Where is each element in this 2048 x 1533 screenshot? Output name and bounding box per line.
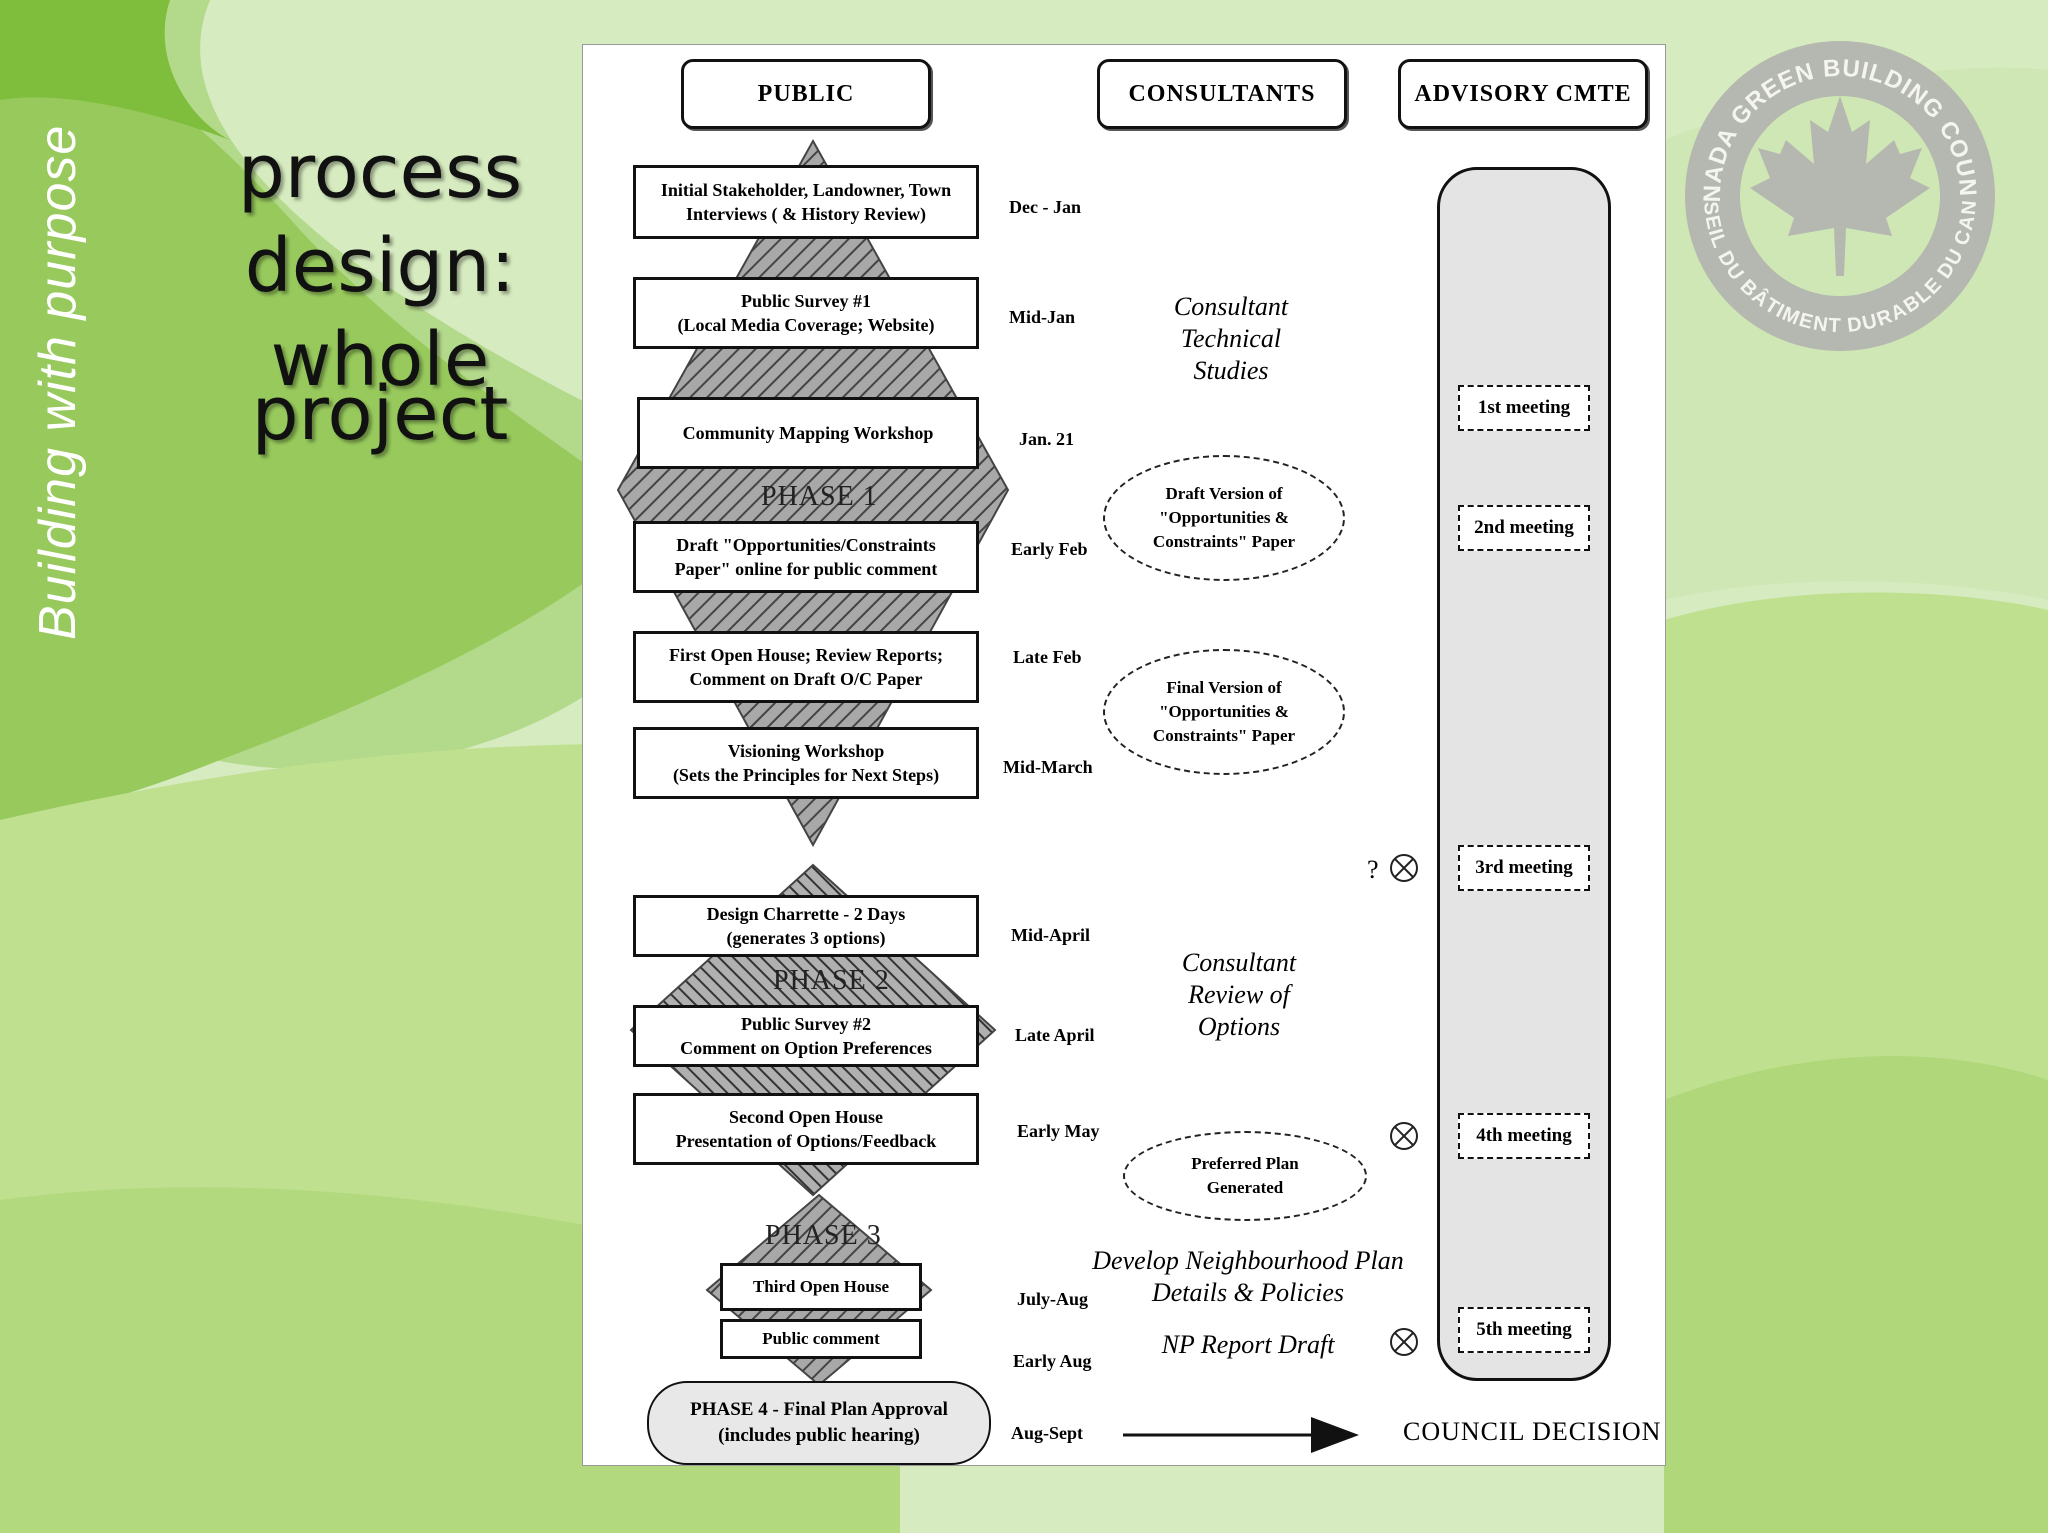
step-stakeholder-interviews: Initial Stakeholder, Landowner, Town Int… xyxy=(633,165,979,239)
x-circle-icon xyxy=(1390,854,1418,882)
date-label: Dec - Jan xyxy=(1009,197,1081,217)
text-line: Studies xyxy=(1193,356,1269,385)
cagbc-logo: CANADA GREEN BUILDING COUNCIL CONSEIL DU… xyxy=(1680,36,1995,351)
date-label: July-Aug xyxy=(1017,1289,1089,1309)
np-report-draft: NP Report Draft xyxy=(1161,1330,1335,1359)
step-line: Paper" online for public comment xyxy=(674,559,938,579)
step-second-open-house: Second Open House Presentation of Option… xyxy=(633,1093,979,1165)
council-decision: COUNCIL DECISION xyxy=(1403,1417,1662,1446)
date-label: Mid-Jan xyxy=(1009,307,1076,327)
date-label: Early Feb xyxy=(1011,539,1088,559)
step-public-comment: Public comment xyxy=(720,1319,922,1359)
step-line: Design Charrette - 2 Days xyxy=(706,904,906,924)
meeting-5: 5th meeting xyxy=(1458,1307,1590,1353)
date-label: Jan. 21 xyxy=(1019,429,1075,449)
step-visioning-workshop: Visioning Workshop (Sets the Principles … xyxy=(633,727,979,799)
x-circle-icon xyxy=(1390,1328,1418,1356)
step-draft-oc-paper: Draft "Opportunities/Constraints Paper" … xyxy=(633,521,979,593)
step-line: Public Survey #1 xyxy=(740,291,871,311)
meeting-1: 1st meeting xyxy=(1458,385,1590,431)
preferred-plan-oval: Preferred Plan Generated xyxy=(1123,1131,1367,1221)
date-label: Mid-April xyxy=(1011,925,1090,945)
title-line-3: whole xyxy=(270,317,490,403)
maple-leaf-icon xyxy=(1750,96,1930,276)
question-mark: ? xyxy=(1367,855,1379,884)
tagline: Building with purpose xyxy=(29,124,87,640)
date-label: Early May xyxy=(1017,1121,1100,1141)
step-line: Comment on Draft O/C Paper xyxy=(689,669,923,689)
slide-title: process design: whole project xyxy=(220,125,540,461)
meeting-2: 2nd meeting xyxy=(1458,505,1590,551)
phase-4-final-approval: PHASE 4 - Final Plan Approval (includes … xyxy=(647,1381,991,1465)
step-first-open-house: First Open House; Review Reports; Commen… xyxy=(633,631,979,703)
step-public-survey-2: Public Survey #2 Comment on Option Prefe… xyxy=(633,1005,979,1067)
date-label: Late Feb xyxy=(1013,647,1082,667)
text-line: Final Version of xyxy=(1166,678,1282,697)
step-public-survey-1: Public Survey #1 (Local Media Coverage; … xyxy=(633,277,979,349)
phase-2-label: PHASE 2 xyxy=(773,965,890,996)
date-label: Aug-Sept xyxy=(1011,1423,1084,1443)
step-line: Public Survey #2 xyxy=(740,1014,871,1034)
step-line: Public comment xyxy=(762,1329,880,1348)
phase-4-line: PHASE 4 - Final Plan Approval xyxy=(690,1399,948,1420)
step-line: Comment on Option Preferences xyxy=(680,1038,932,1058)
text-line: Consultant xyxy=(1173,292,1289,321)
text-line: Details & Policies xyxy=(1151,1278,1345,1307)
step-line: (Sets the Principles for Next Steps) xyxy=(672,765,940,785)
date-label: Mid-March xyxy=(1003,757,1093,777)
consultant-technical-studies: Consultant Technical Studies xyxy=(1121,291,1341,387)
step-line: Presentation of Options/Feedback xyxy=(675,1131,937,1151)
text-line: "Opportunities & xyxy=(1159,702,1289,721)
date-label: Late April xyxy=(1015,1025,1095,1045)
text-line: Draft Version of xyxy=(1165,484,1283,503)
text-line: "Opportunities & xyxy=(1159,508,1289,527)
x-circle-icon xyxy=(1390,1122,1418,1150)
date-label: Early Aug xyxy=(1013,1351,1092,1371)
step-line: Community Mapping Workshop xyxy=(682,423,934,443)
text-line: Consultant xyxy=(1181,948,1297,977)
consultant-review-options: Consultant Review of Options xyxy=(1129,947,1349,1043)
draft-oc-paper-oval: Draft Version of "Opportunities & Constr… xyxy=(1103,455,1345,581)
step-line: Initial Stakeholder, Landowner, Town xyxy=(660,180,952,200)
text-line: Develop Neighbourhood Plan xyxy=(1092,1246,1404,1275)
phase-1-label: PHASE 1 xyxy=(761,481,878,512)
title-line-4: project xyxy=(251,371,509,457)
process-diagram: PUBLIC CONSULTANTS ADVISORY CMTE PHASE 1… xyxy=(582,44,1666,1466)
develop-neighbourhood-plan: Develop Neighbourhood Plan Details & Pol… xyxy=(1063,1245,1433,1309)
text-line: Preferred Plan xyxy=(1191,1154,1299,1173)
phase-4-line: (includes public hearing) xyxy=(718,1425,920,1446)
phase-3-label: PHASE 3 xyxy=(765,1220,882,1251)
step-line: (generates 3 options) xyxy=(726,928,886,948)
meeting-4: 4th meeting xyxy=(1458,1113,1590,1159)
step-line: Draft "Opportunities/Constraints xyxy=(676,535,936,555)
step-line: Visioning Workshop xyxy=(727,741,885,761)
step-design-charrette: Design Charrette - 2 Days (generates 3 o… xyxy=(633,895,979,957)
text-line: Options xyxy=(1197,1012,1281,1041)
text-line: Generated xyxy=(1206,1178,1284,1197)
step-line: First Open House; Review Reports; xyxy=(669,645,943,665)
step-line: Second Open House xyxy=(728,1107,884,1127)
header-consultants: CONSULTANTS xyxy=(1097,59,1347,129)
title-line-2: design: xyxy=(244,223,516,309)
step-community-mapping: Community Mapping Workshop xyxy=(637,397,979,469)
step-line: (Local Media Coverage; Website) xyxy=(677,315,935,335)
text-line: Review of xyxy=(1188,980,1290,1009)
step-line: Interviews ( & History Review) xyxy=(686,204,926,224)
step-third-open-house: Third Open House xyxy=(720,1263,922,1311)
title-line-1: process xyxy=(237,129,523,215)
final-oc-paper-oval: Final Version of "Opportunities & Constr… xyxy=(1103,649,1345,775)
header-public: PUBLIC xyxy=(681,59,931,129)
text-line: Constraints" Paper xyxy=(1152,726,1296,745)
text-line: Technical xyxy=(1180,324,1282,353)
header-advisory: ADVISORY CMTE xyxy=(1398,59,1648,129)
advisory-timeline-bar xyxy=(1437,167,1611,1381)
text-line: Constraints" Paper xyxy=(1152,532,1296,551)
step-line: Third Open House xyxy=(752,1277,890,1296)
meeting-3: 3rd meeting xyxy=(1458,845,1590,891)
